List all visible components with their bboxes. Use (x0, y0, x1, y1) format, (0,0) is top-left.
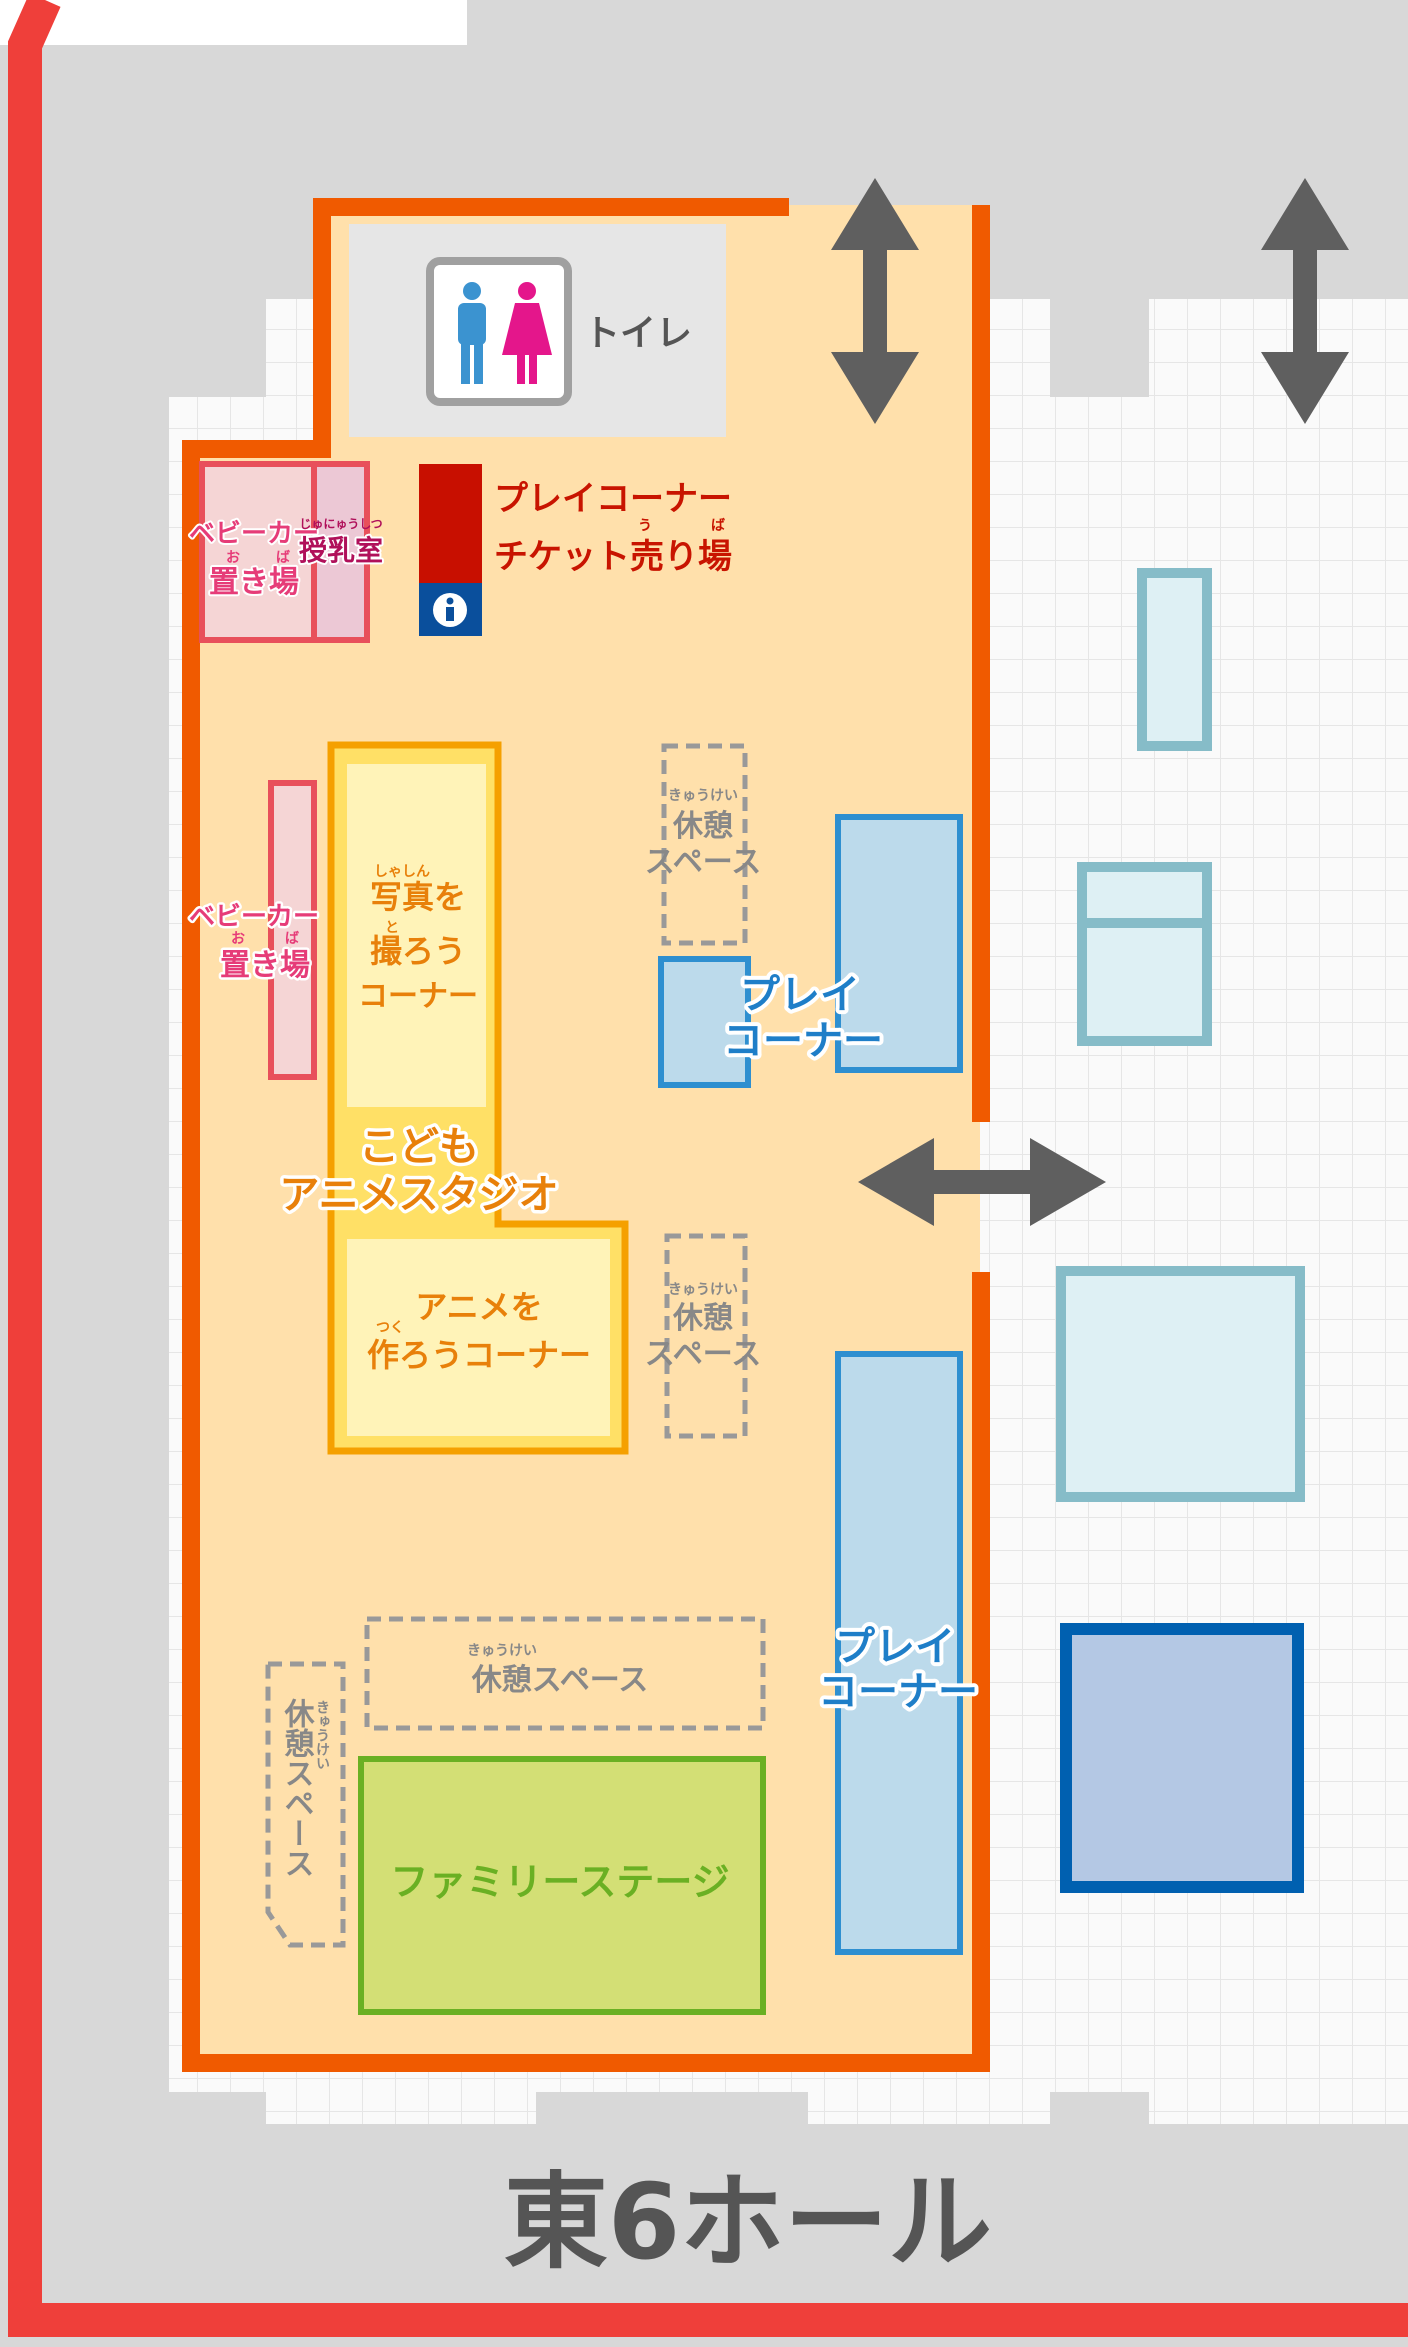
svg-text:ば: ば (285, 931, 299, 947)
toilet-label: トイレ (584, 313, 692, 354)
svg-text:スペース: スペース (645, 1337, 761, 1372)
svg-text:きゅうけい: きゅうけい (668, 788, 738, 804)
svg-text:きゅうけい: きゅうけい (668, 1282, 738, 1298)
female-icon (502, 282, 552, 384)
svg-text:ファミリーステージ: ファミリーステージ (390, 1860, 729, 1904)
svg-text:コーナー: コーナー (358, 979, 478, 1014)
svg-text:じゅにゅうしつ: じゅにゅうしつ (299, 517, 382, 531)
svg-text:コーナー: コーナー (818, 1669, 978, 1715)
booth (1060, 1623, 1304, 1893)
booth (1077, 862, 1212, 1046)
stroller-parking-top: ベビーカー お ば 置き場 (187, 461, 370, 643)
svg-text:きゅうけい: きゅうけい (467, 1643, 537, 1659)
svg-text:休憩スペース: 休憩スペース (471, 1663, 648, 1698)
svg-text:う: う (638, 518, 652, 534)
ticket-booth[interactable]: プレイコーナー う ば チケット売り場 (419, 464, 732, 636)
nursing-room: じゅにゅうしつ 授乳室 (297, 517, 385, 569)
stroller-parking-mid: ベビーカー お ば 置き場 (186, 780, 322, 1080)
svg-text:置き場: 置き場 (209, 565, 299, 600)
svg-text:プレイ: プレイ (740, 972, 860, 1018)
svg-text:コーナー: コーナー (723, 1018, 883, 1064)
booth (1137, 568, 1212, 751)
svg-text:写真を: 写真を (370, 878, 466, 916)
ticket-label-2: チケット売り場 (494, 537, 732, 577)
svg-text:しゃしん: しゃしん (374, 864, 430, 880)
svg-text:アニメを: アニメを (415, 1288, 542, 1326)
svg-text:作ろうコーナー: 作ろうコーナー (367, 1336, 591, 1374)
family-stage[interactable]: ファミリーステージ (358, 1756, 766, 2015)
kids-zone-border (182, 198, 990, 2072)
restroom-icon (426, 257, 572, 406)
svg-text:授乳室: 授乳室 (299, 534, 383, 567)
rest-space-4 (265, 1661, 346, 1948)
hall-name: 東6ホール (504, 2161, 992, 2283)
toilet[interactable]: トイレ (349, 224, 726, 437)
svg-text:ベビーカー: ベビーカー (189, 902, 319, 932)
info-icon (433, 593, 467, 627)
svg-text:お: お (231, 931, 245, 947)
male-icon (458, 282, 486, 384)
studio-title-1: こども (359, 1124, 479, 1170)
svg-text:ベビーカー: ベビーカー (189, 519, 319, 549)
svg-text:プレイ: プレイ (835, 1624, 955, 1670)
hall-outer-wall (8, 0, 1408, 2337)
play-corner-1[interactable]: プレイ コーナー (658, 814, 963, 1088)
svg-text:休憩: 休憩 (672, 1301, 733, 1336)
outside-area (0, 0, 467, 45)
ticket-label-1: プレイコーナー (494, 479, 732, 519)
booth (1056, 1266, 1305, 1502)
svg-text:お: お (226, 550, 240, 566)
svg-text:つく: つく (376, 1320, 404, 1336)
svg-text:と: と (385, 920, 399, 936)
left-right-arrow-icon (858, 1138, 1106, 1226)
rest-space-1 (661, 743, 748, 946)
svg-text:置き場: 置き場 (220, 948, 310, 983)
svg-text:ば: ば (711, 518, 725, 534)
svg-text:きゅうけい: きゅうけい (314, 1700, 330, 1770)
anime-corner (347, 1239, 610, 1436)
svg-text:休憩: 休憩 (672, 809, 733, 844)
kids-anime-studio[interactable]: しゃしん 写真を と 撮ろう コーナー こども アニメスタジオ アニメを つく … (276, 741, 629, 1455)
rest-space-3 (364, 1616, 766, 1731)
up-down-arrow-icon (831, 178, 919, 424)
svg-text:ば: ば (276, 550, 290, 566)
studio-title-2: アニメスタジオ (279, 1172, 558, 1218)
svg-text:休憩スペース: 休憩スペース (279, 1698, 316, 1878)
svg-text:スペース: スペース (645, 845, 761, 880)
svg-text:撮ろう: 撮ろう (370, 932, 466, 970)
kids-zone (182, 205, 980, 2072)
play-corner-2[interactable]: プレイ コーナー (814, 1351, 982, 1955)
up-down-arrow-icon (1261, 178, 1349, 424)
rest-space-2 (664, 1233, 748, 1439)
photo-corner (347, 764, 486, 1107)
